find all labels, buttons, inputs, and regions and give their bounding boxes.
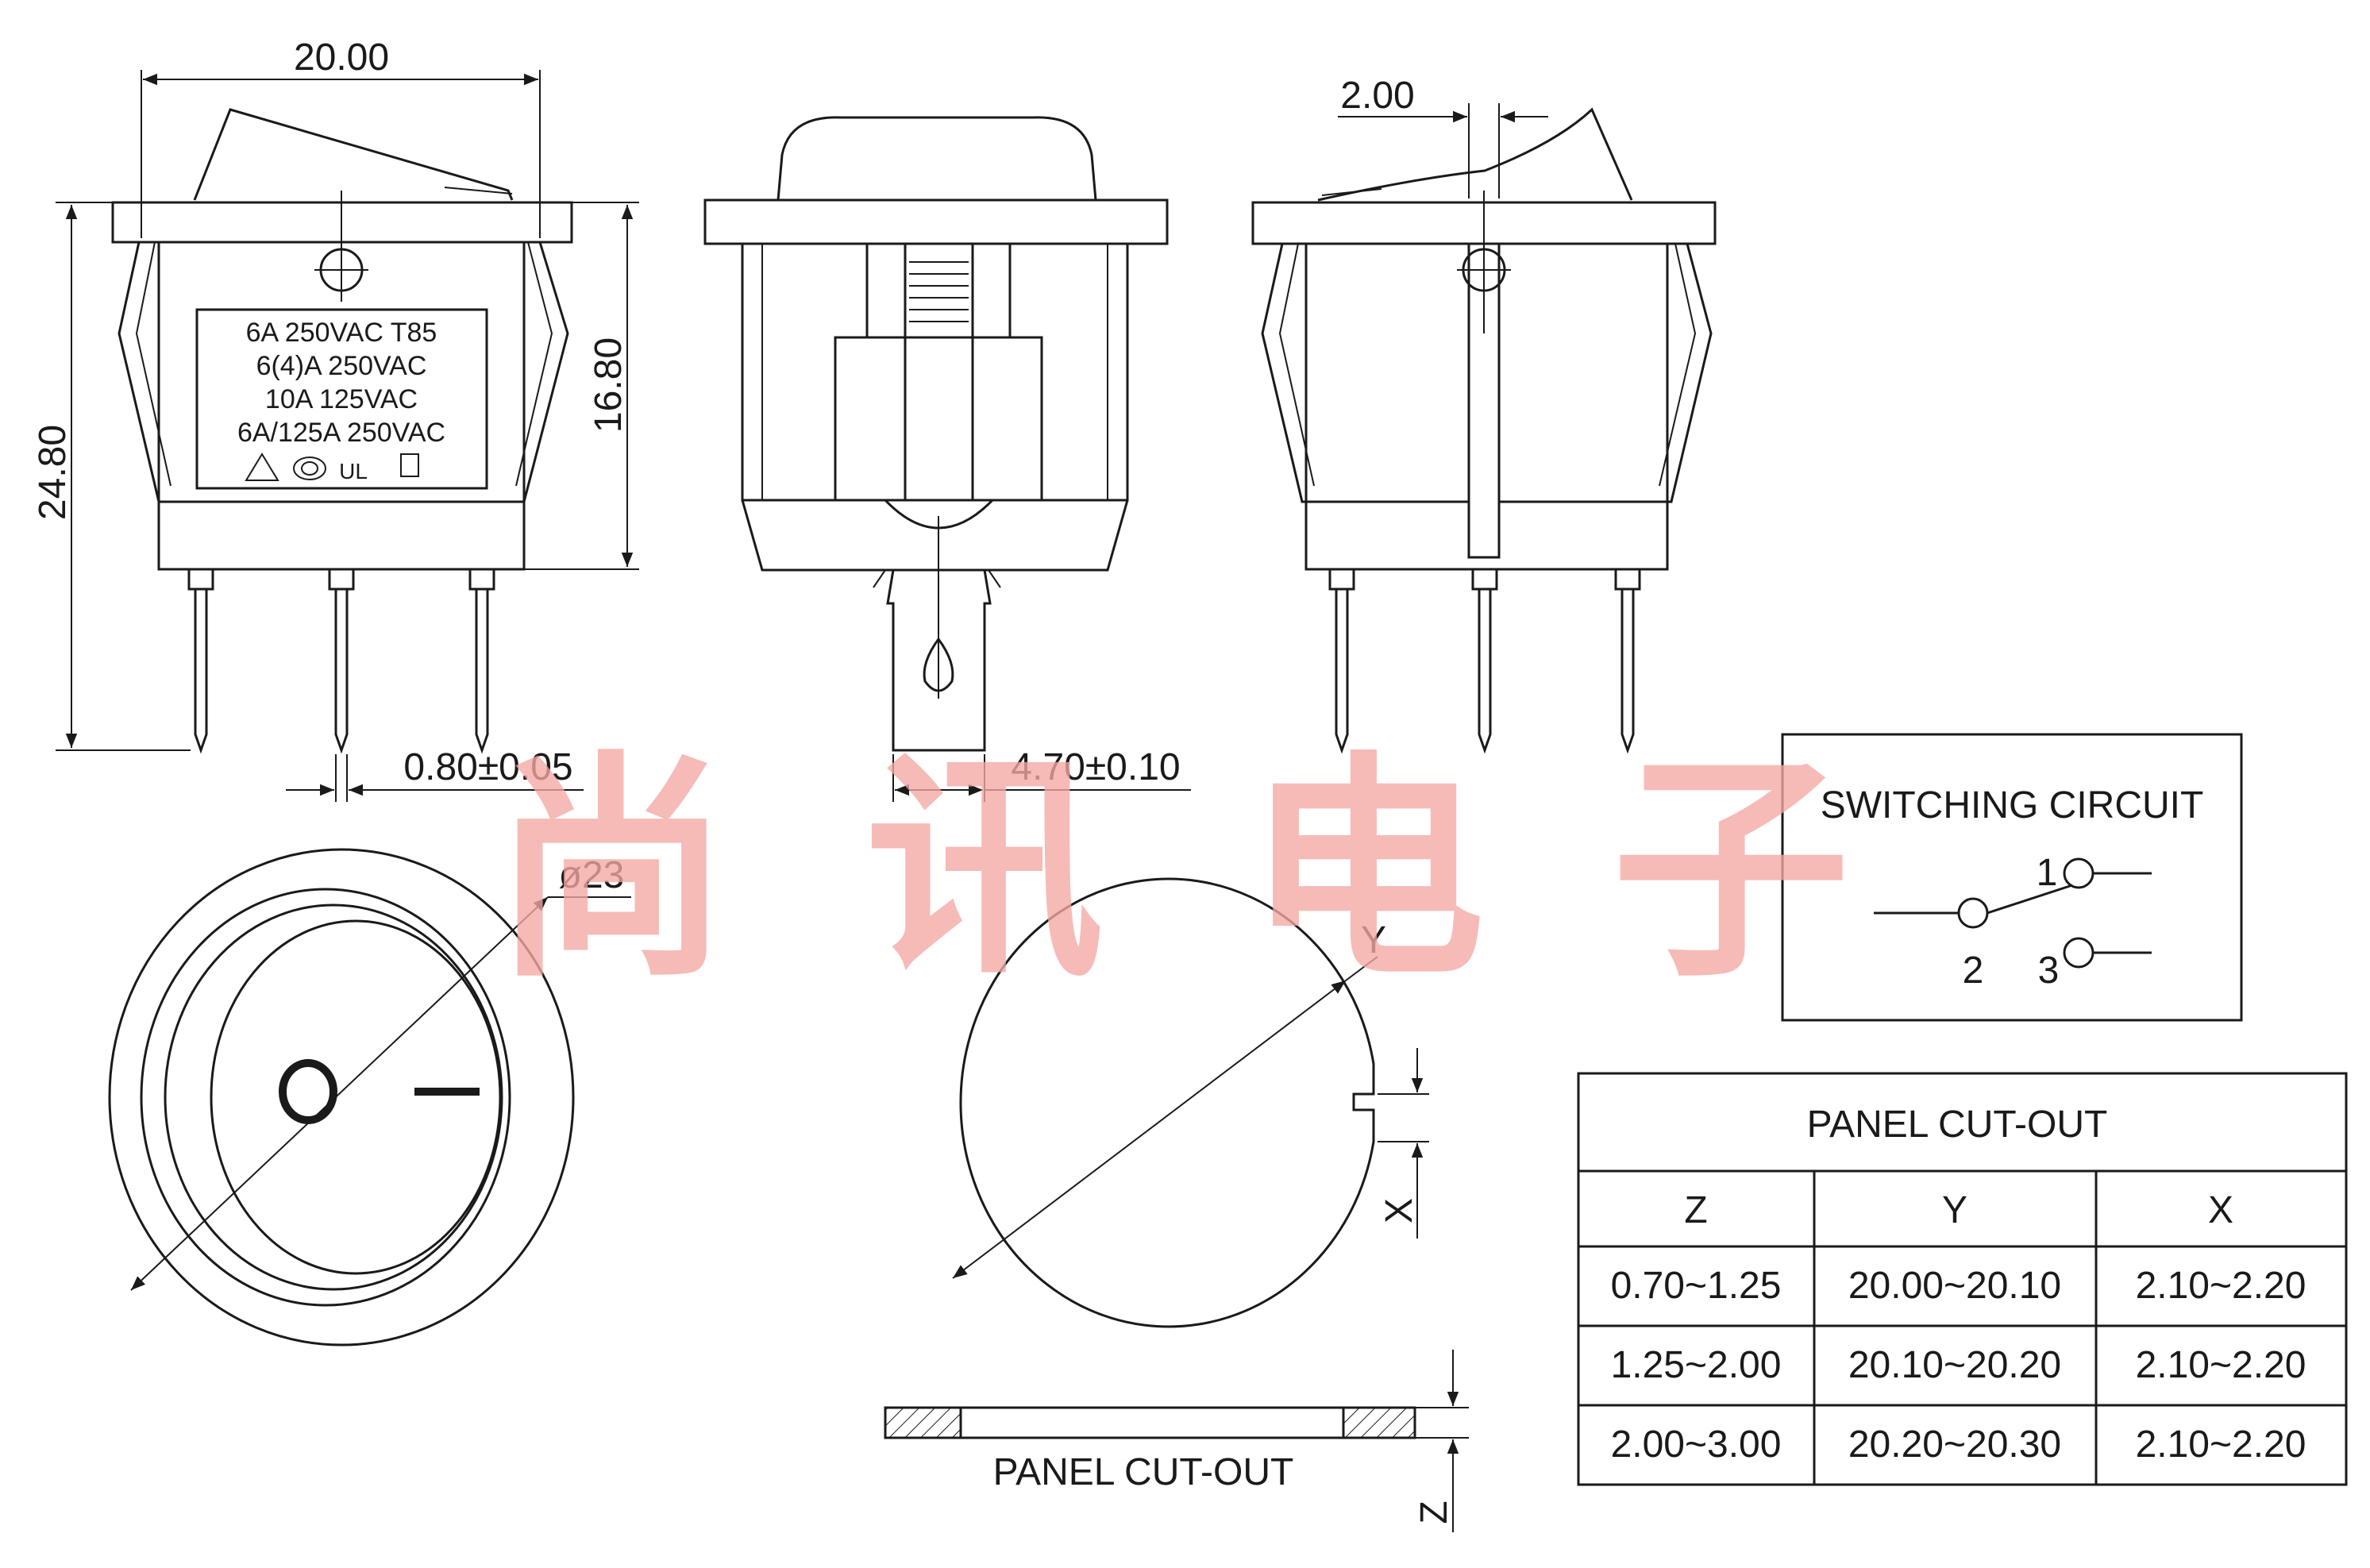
panel-section-view: PANEL CUT-OUT Z: [884, 1350, 1469, 1532]
panel-cutout-view: Y X: [952, 877, 1429, 1328]
dim-pin-width: 0.80±0.05: [403, 746, 572, 788]
side-view: 4.70±0.10: [703, 116, 1191, 802]
dim-height-body: 16.80: [588, 337, 630, 433]
terminal-pins: [187, 568, 495, 754]
rating-line-1: 6A 250VAC T85: [246, 318, 437, 348]
off-symbol-icon: [279, 1059, 337, 1124]
table-cell: 20.00~20.10: [1848, 1265, 2061, 1307]
rating-label: [195, 308, 488, 490]
dim-cutout-x: X: [1378, 1198, 1420, 1223]
watermark-char: 电: [1247, 729, 1485, 1009]
table-cell: 1.25~2.00: [1611, 1344, 1782, 1386]
certification-marks-icon: UL: [245, 453, 419, 483]
watermark-char: 子: [1612, 729, 1850, 1009]
dim-offset-right: 2.00: [1340, 75, 1414, 117]
dim-tab-width: 4.70±0.10: [1011, 746, 1180, 788]
table-header-y: Y: [1942, 1189, 1967, 1231]
watermark: 尚 讯 电 子: [492, 729, 1850, 1009]
circuit-pin-1: 1: [2037, 852, 2058, 894]
table-header-z: Z: [1684, 1189, 1707, 1231]
table-cell: 20.20~20.30: [1848, 1424, 2061, 1466]
panel-section-label: PANEL CUT-OUT: [993, 1451, 1294, 1493]
dim-diameter: ø23: [559, 854, 625, 896]
svg-text:UL: UL: [339, 459, 368, 483]
watermark-char: 讯: [865, 729, 1104, 1009]
table-cell: 2.10~2.20: [2136, 1265, 2306, 1307]
top-view-round: ø23: [108, 848, 631, 1346]
circuit-pin-3: 3: [2038, 950, 2060, 992]
table-title: PANEL CUT-OUT: [1807, 1104, 2108, 1146]
circuit-pin-2: 2: [1963, 950, 1984, 992]
rear-view: 2.00: [1251, 75, 1717, 754]
rating-line-3: 10A 125VAC: [265, 384, 418, 414]
dim-cutout-z: Z: [1413, 1501, 1455, 1524]
front-view: 6A 250VAC T85 6(4)A 250VAC 10A 125VAC 6A…: [32, 37, 639, 802]
table-header-x: X: [2208, 1189, 2233, 1231]
rating-line-2: 6(4)A 250VAC: [256, 351, 427, 381]
plunger-ribs: [909, 261, 969, 322]
switching-circuit: SWITCHING CIRCUIT 1 2 3: [1781, 733, 2243, 1022]
table-cell: 20.10~20.20: [1848, 1344, 2061, 1386]
switching-circuit-title: SWITCHING CIRCUIT: [1821, 784, 2204, 826]
dim-height-total: 24.80: [32, 425, 74, 520]
table-cell: 2.10~2.20: [2136, 1344, 2306, 1386]
dim-cutout-y: Y: [1361, 919, 1386, 961]
rear-terminal-pins: [1328, 568, 1641, 754]
rating-line-4: 6A/125A 250VAC: [237, 418, 445, 448]
table-cell: 2.00~3.00: [1611, 1424, 1782, 1466]
table-cell: 2.10~2.20: [2136, 1424, 2306, 1466]
table-cell: 0.70~1.25: [1611, 1265, 1782, 1307]
watermark-char: 尚: [492, 729, 730, 1009]
dim-width-top: 20.00: [294, 37, 389, 79]
panel-cutout-table: PANEL CUT-OUT Z Y X 0.70~1.25 20.00~20.1…: [1577, 1072, 2348, 1486]
